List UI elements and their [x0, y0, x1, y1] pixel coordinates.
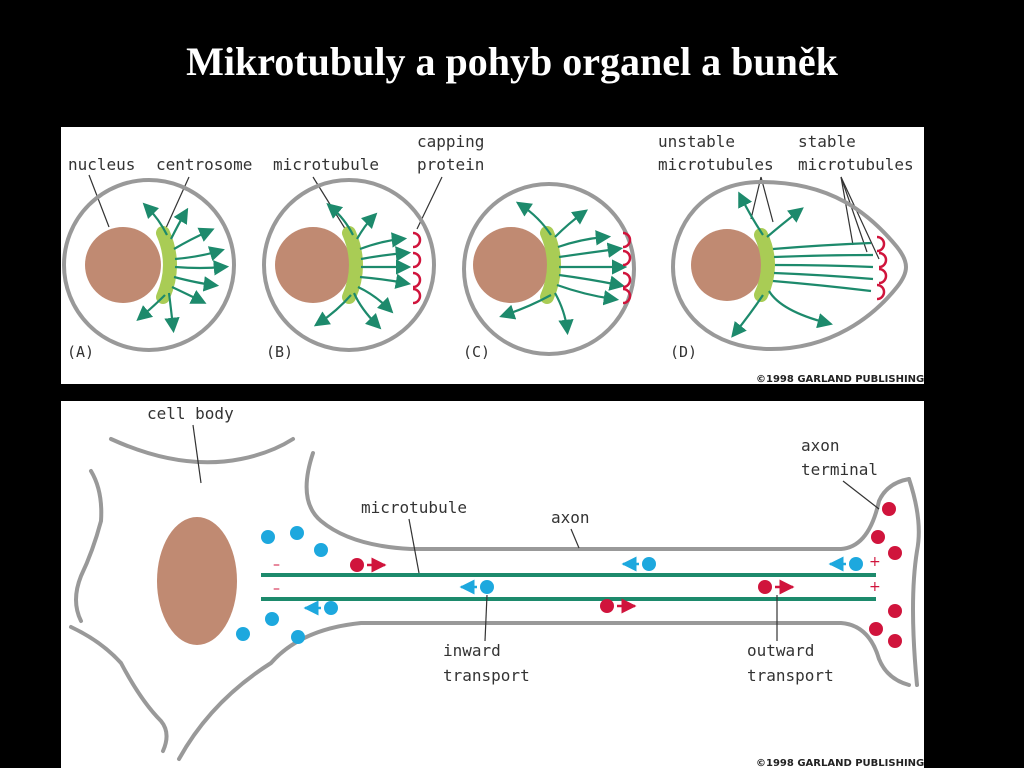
- axon-terminal-vesicles: [869, 502, 902, 648]
- capping-proteins: [622, 231, 632, 305]
- stage-b-cell: (B): [262, 178, 436, 361]
- stage-a-cell: (A): [62, 178, 236, 361]
- leader-nucleus: [88, 174, 110, 228]
- stage-label-d: (D): [670, 343, 697, 361]
- leader-microtubule: [408, 518, 420, 574]
- label-inward-line2: transport: [443, 666, 530, 685]
- label-axon-terminal-line2: terminal: [801, 460, 878, 479]
- label-unstable-line2: microtubules: [658, 155, 774, 174]
- stage-label-b: (B): [266, 343, 293, 361]
- cell-membrane: [670, 179, 908, 352]
- leader-stable-3: [840, 176, 880, 260]
- microtubule-array: [136, 202, 230, 334]
- nucleus: [691, 229, 763, 301]
- dendrite-top: [109, 437, 295, 465]
- slide-title: Mikrotubuly a pohyb organel a buněk: [186, 39, 838, 84]
- copyright-top: ©1998 GARLAND PUBLISHING: [756, 374, 924, 384]
- plus-sign-lower: +: [869, 579, 881, 595]
- label-outward-line2: transport: [747, 666, 834, 685]
- label-inward-line1: inward: [443, 641, 501, 660]
- inward-transport-cargo: [303, 556, 863, 616]
- capping-proteins: [412, 231, 422, 305]
- leader-axon: [570, 528, 580, 549]
- stage-c-cell: (C): [462, 182, 636, 361]
- leader-stable-1: [840, 176, 854, 246]
- label-stable-line1: stable: [798, 132, 856, 151]
- label-nucleus: nucleus: [68, 155, 135, 174]
- axonal-transport-diagram: – – + +: [69, 404, 924, 768]
- label-axon-terminal-line1: axon: [801, 436, 840, 455]
- plus-sign-upper: +: [869, 554, 881, 570]
- cell-body-left: [74, 469, 104, 623]
- axon-upper-membrane: [304, 451, 911, 551]
- cell-membrane: [262, 178, 436, 352]
- label-cell-body: cell body: [147, 404, 234, 423]
- nucleus: [85, 227, 161, 303]
- cell-membrane: [62, 178, 236, 352]
- label-capping-line2: protein: [417, 155, 484, 174]
- label-centrosome: centrosome: [156, 155, 252, 174]
- cell-body-vesicles: [236, 526, 328, 644]
- microtubule-array: [499, 201, 628, 336]
- dendrite-bottom: [69, 625, 169, 753]
- centrosome: [156, 226, 177, 304]
- nucleus: [275, 227, 351, 303]
- microtubule-polarization-diagram: nucleus centrosome microtubule capping p…: [62, 132, 924, 384]
- centrosome: [754, 228, 775, 302]
- label-unstable-line1: unstable: [658, 132, 735, 151]
- axonal-transport-figure: – – + +: [61, 401, 924, 768]
- stage-d-cell: (D): [670, 179, 908, 361]
- unstable-microtubules: [731, 191, 833, 338]
- label-axon: axon: [551, 508, 590, 527]
- minus-sign-upper: –: [273, 557, 280, 573]
- microtubule-polarization-figure: nucleus centrosome microtubule capping p…: [61, 127, 924, 384]
- label-microtubule: microtubule: [273, 155, 379, 174]
- cell-membrane: [462, 182, 636, 356]
- leader-unstable-2: [760, 176, 774, 223]
- label-microtubule: microtubule: [361, 498, 467, 517]
- nucleus: [157, 517, 237, 645]
- capping-proteins: [876, 235, 888, 301]
- label-capping-line1: capping: [417, 132, 484, 151]
- label-stable-line2: microtubules: [798, 155, 914, 174]
- copyright-bottom: ©1998 GARLAND PUBLISHING: [756, 758, 924, 768]
- leader-axon-terminal: [842, 480, 880, 510]
- axon-terminal-membrane: [907, 477, 921, 687]
- nucleus: [473, 227, 549, 303]
- neuron-membrane: [69, 437, 921, 761]
- leader-cell-body: [192, 424, 202, 484]
- stable-microtubules: [772, 241, 874, 293]
- axon-lower-membrane: [177, 621, 911, 761]
- leader-inward-transport: [484, 594, 488, 642]
- centrosome: [342, 226, 363, 304]
- outward-transport-cargo: [350, 557, 795, 614]
- leader-stable-2: [840, 176, 868, 253]
- minus-sign-lower: –: [273, 581, 280, 597]
- stage-label-a: (A): [67, 343, 94, 361]
- label-outward-line1: outward: [747, 641, 814, 660]
- microtubule-array: [313, 202, 412, 330]
- stage-label-c: (C): [463, 343, 490, 361]
- centrosome: [540, 226, 561, 304]
